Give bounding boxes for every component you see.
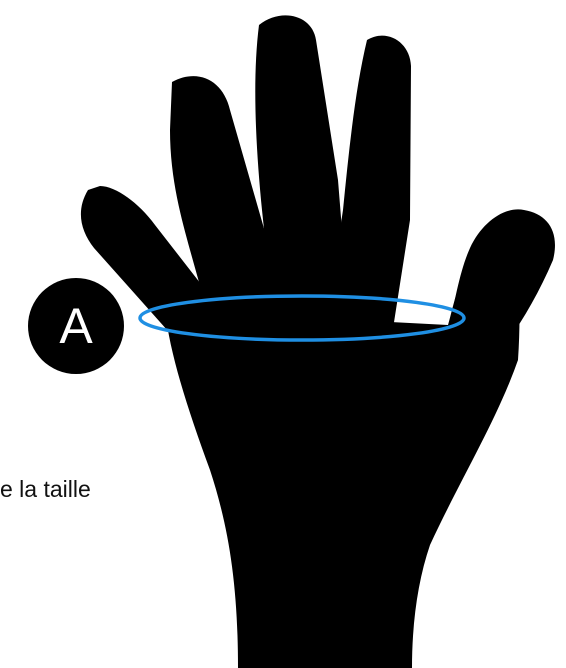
marker-letter: A <box>59 301 92 351</box>
hand-shape <box>81 15 555 668</box>
marker-badge-a: A <box>28 278 124 374</box>
caption-text: e la taille <box>0 476 91 503</box>
